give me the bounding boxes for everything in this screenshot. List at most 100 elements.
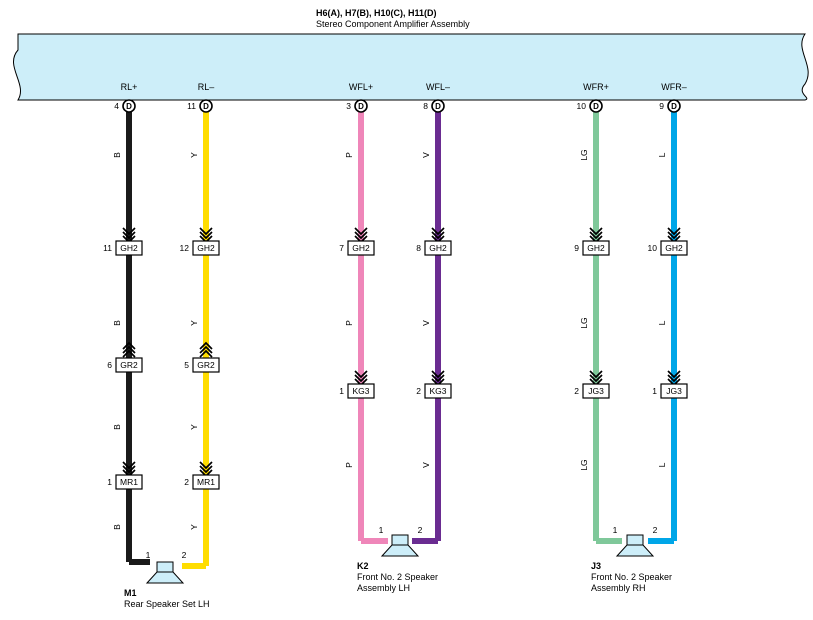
amp-pin-wfr-plus: 10 xyxy=(577,101,587,111)
wire-color-code-wfl-plus-1: P xyxy=(344,320,354,326)
wire-color-code-wfr-minus-0: L xyxy=(657,152,667,157)
junction-pin-wfr-minus-jg3: 1 xyxy=(652,386,657,396)
speaker-k2-pin-minus: 2 xyxy=(418,525,423,535)
junction-code-wfl-plus-gh2: GH2 xyxy=(352,243,370,253)
signal-label-wfl-plus: WFL+ xyxy=(349,82,373,92)
junction-arrow-wfl-plus-gh2-stroke xyxy=(354,231,368,240)
wire-color-code-wfr-plus-1: LG xyxy=(579,317,589,328)
speaker-j3-name-line1: Front No. 2 Speaker xyxy=(591,572,672,582)
junction-arrow-rl-plus-gr2 xyxy=(122,341,136,358)
junction-code-rl-minus-mr1: MR1 xyxy=(197,477,215,487)
speaker-j3-cone xyxy=(615,544,655,557)
junction-arrow-rl-minus-gh2-stroke xyxy=(199,227,213,236)
junction-box-wfl-minus-gh2 xyxy=(424,240,452,256)
speaker-m1-cone xyxy=(145,571,185,584)
amp-pin-circle-rl-minus xyxy=(199,99,213,113)
junction-code-wfr-minus-gh2: GH2 xyxy=(665,243,683,253)
wire-color-code-wfl-plus-2: P xyxy=(344,462,354,468)
wire-color-code-rl-plus-1: B xyxy=(112,320,122,326)
junction-arrow-wfr-minus-gh2-stroke xyxy=(667,231,681,240)
wire-color-code-rl-minus-3: Y xyxy=(189,524,199,530)
amp-pin-rl-minus: 11 xyxy=(187,101,196,111)
junction-arrow-rl-minus-gr2 xyxy=(199,341,213,358)
wire-color-code-wfl-plus-0: P xyxy=(344,152,354,158)
speaker-k2-pin-plus: 1 xyxy=(379,525,384,535)
speaker-k2-cone xyxy=(380,544,420,557)
speaker-m1-id: M1 xyxy=(124,588,137,598)
speaker-m1-magnet xyxy=(156,561,174,573)
amp-pin-circle-rl-plus xyxy=(122,99,136,113)
amp-pin-circle-wfr-minus xyxy=(667,99,681,113)
junction-box-wfl-plus-kg3 xyxy=(347,383,375,399)
junction-arrow-wfl-minus-kg3-stroke xyxy=(431,374,445,383)
junction-code-wfl-plus-kg3: KG3 xyxy=(352,386,369,396)
junction-arrow-wfr-plus-gh2-stroke xyxy=(589,231,603,240)
junction-arrow-wfl-plus-kg3-stroke xyxy=(354,370,368,379)
speaker-j3-magnet xyxy=(626,534,644,546)
junction-arrow-wfr-minus-jg3-stroke xyxy=(667,374,681,383)
amp-pin-circle-wfr-plus xyxy=(589,99,603,113)
junction-code-wfl-minus-kg3: KG3 xyxy=(429,386,446,396)
junction-box-wfl-plus-gh2 xyxy=(347,240,375,256)
junction-code-rl-plus-gh2: GH2 xyxy=(120,243,138,253)
junction-code-rl-minus-gh2: GH2 xyxy=(197,243,215,253)
junction-box-rl-plus-gr2 xyxy=(115,357,143,373)
amplifier-connectors: H6(A), H7(B), H10(C), H11(D) xyxy=(316,8,437,18)
junction-arrow-rl-plus-gh2-stroke xyxy=(122,227,136,236)
junction-pin-wfr-minus-gh2: 10 xyxy=(648,243,658,253)
wire-color-code-rl-plus-3: B xyxy=(112,524,122,530)
junction-box-rl-minus-gh2 xyxy=(192,240,220,256)
junction-arrow-wfr-minus-jg3-stroke xyxy=(667,370,681,379)
signal-label-rl-minus: RL– xyxy=(198,82,215,92)
junction-arrow-wfr-minus-gh2-stroke xyxy=(667,227,681,236)
junction-arrow-rl-plus-gr2-stroke xyxy=(122,341,136,350)
signal-label-rl-plus: RL+ xyxy=(121,82,138,92)
junction-arrow-rl-plus-mr1-stroke xyxy=(122,461,136,470)
speaker-j3-name-line2: Assembly RH xyxy=(591,583,646,593)
speaker-k2-name-line1: Front No. 2 Speaker xyxy=(357,572,438,582)
junction-code-wfl-minus-gh2: GH2 xyxy=(429,243,447,253)
junction-box-wfr-plus-jg3 xyxy=(582,383,610,399)
junction-arrow-rl-plus-mr1-stroke xyxy=(122,465,136,474)
speaker-k2-id: K2 xyxy=(357,561,369,571)
junction-code-wfr-minus-jg3: JG3 xyxy=(666,386,682,396)
junction-arrow-wfl-plus-kg3-stroke xyxy=(354,374,368,383)
amp-pin-circle-wfl-plus xyxy=(354,99,368,113)
amp-pin-connector-wfr-plus: D xyxy=(593,102,599,111)
junction-arrow-wfr-plus-jg3-stroke xyxy=(589,370,603,379)
wire-color-code-wfl-minus-2: V xyxy=(421,462,431,468)
junction-code-rl-plus-mr1: MR1 xyxy=(120,477,138,487)
junction-box-rl-plus-mr1 xyxy=(115,474,143,490)
junction-box-wfr-minus-jg3 xyxy=(660,383,688,399)
speaker-m1-pin-plus: 1 xyxy=(146,550,151,560)
junction-arrow-wfr-plus-jg3-stroke xyxy=(589,374,603,383)
wire-color-code-wfl-minus-0: V xyxy=(421,152,431,158)
wire-color-code-wfr-minus-1: L xyxy=(657,320,667,325)
wire-color-code-wfr-plus-0: LG xyxy=(579,149,589,160)
junction-box-wfr-plus-gh2 xyxy=(582,240,610,256)
speaker-j3-pin-plus: 1 xyxy=(613,525,618,535)
junction-arrow-wfl-minus-gh2-stroke xyxy=(431,231,445,240)
speaker-j3-pin-minus: 2 xyxy=(653,525,658,535)
junction-arrow-wfl-minus-kg3-stroke xyxy=(431,370,445,379)
amp-pin-connector-rl-plus: D xyxy=(126,102,132,111)
amplifier-name: Stereo Component Amplifier Assembly xyxy=(316,19,470,29)
junction-box-wfl-minus-kg3 xyxy=(424,383,452,399)
junction-arrow-rl-plus-gr2-stroke xyxy=(122,349,136,358)
speaker-k2-magnet xyxy=(391,534,409,546)
junction-arrow-wfr-plus-gh2-stroke xyxy=(589,227,603,236)
junction-arrow-rl-minus-gr2-stroke xyxy=(199,345,213,354)
junction-pin-wfl-plus-gh2: 7 xyxy=(339,243,344,253)
junction-arrow-rl-minus-gh2-stroke xyxy=(199,231,213,240)
amp-pin-circle-wfl-minus xyxy=(431,99,445,113)
junction-pin-rl-plus-mr1: 1 xyxy=(107,477,112,487)
junction-pin-rl-minus-gr2: 5 xyxy=(184,360,189,370)
junction-code-wfr-plus-jg3: JG3 xyxy=(588,386,604,396)
wire-color-code-wfl-minus-1: V xyxy=(421,320,431,326)
junction-arrow-rl-minus-gr2-stroke xyxy=(199,349,213,358)
junction-arrow-rl-plus-gr2-stroke xyxy=(122,345,136,354)
junction-pin-wfl-plus-kg3: 1 xyxy=(339,386,344,396)
speaker-k2-name-line2: Assembly LH xyxy=(357,583,410,593)
